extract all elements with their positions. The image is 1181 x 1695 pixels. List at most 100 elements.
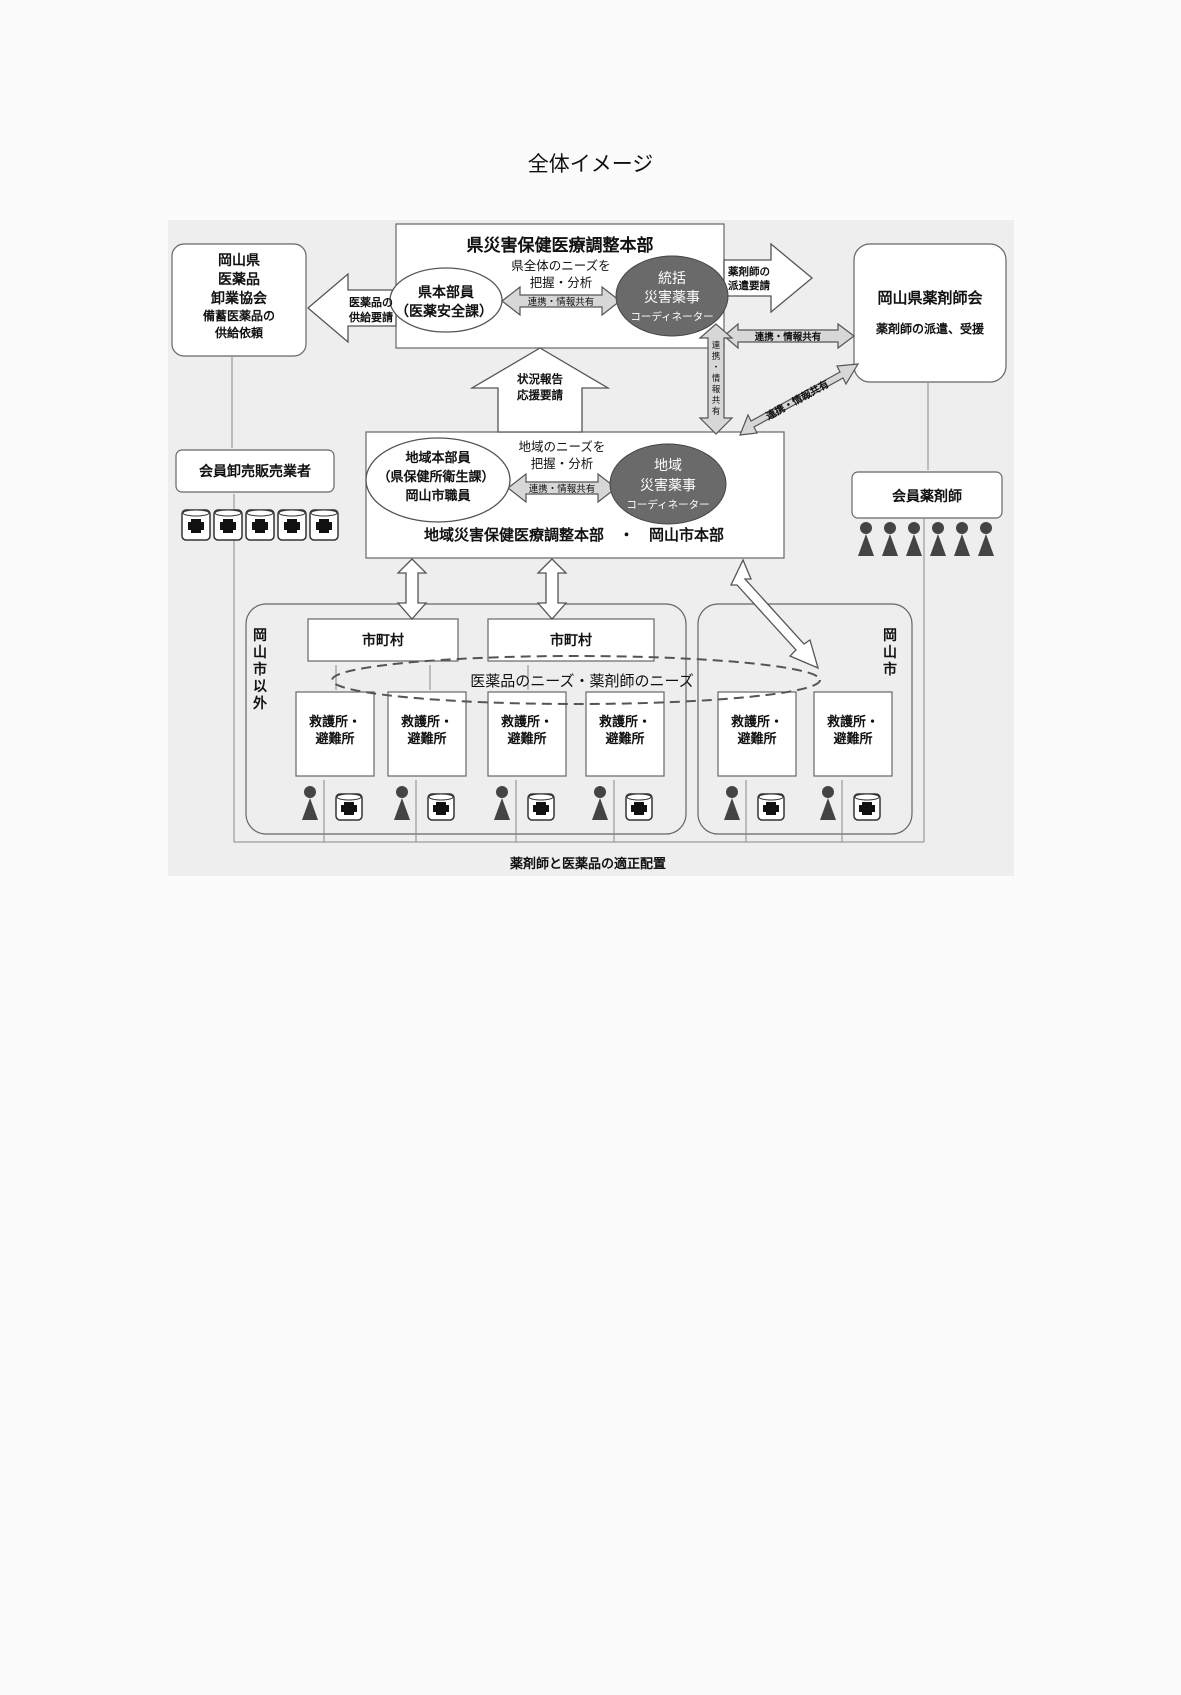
svg-text:有: 有 xyxy=(712,406,721,417)
svg-text:・: ・ xyxy=(712,363,721,373)
shelter-box-4 xyxy=(585,691,665,777)
svg-text:外: 外 xyxy=(253,695,267,712)
wholesale-name-line1: 岡山県 xyxy=(218,253,260,269)
vertical-share-arrow xyxy=(698,323,734,435)
supply-request-line1: 医薬品の xyxy=(349,295,393,309)
regional-coord-line1: 地域 xyxy=(654,458,682,474)
dispatch-request-line1: 薬剤師の xyxy=(727,265,770,278)
assoc-share-arrow xyxy=(723,322,855,350)
needs-ellipse xyxy=(331,655,821,705)
updown-arrow-2 xyxy=(536,558,568,620)
shelter-resource-icons xyxy=(302,786,881,821)
shelter-medicine-icon xyxy=(625,793,653,821)
diagonal-share-label: 連携・情報共有 xyxy=(764,377,832,422)
hq-coordinator-ellipse xyxy=(615,255,729,337)
svg-text:以: 以 xyxy=(253,679,267,695)
supply-request-line2: 供給要請 xyxy=(348,310,393,324)
needs-label: 医薬品のニーズ・薬剤師のニーズ xyxy=(470,672,694,690)
shelter-person-icon xyxy=(820,786,836,820)
svg-text:連: 連 xyxy=(712,340,721,351)
shelter-medicine-icon xyxy=(335,793,363,821)
wholesale-members-label: 会員卸売販売業者 xyxy=(199,463,311,480)
svg-text:岡: 岡 xyxy=(253,628,267,644)
hq-office-line2: （医薬安全課） xyxy=(395,303,493,320)
pharmacist-person-icon xyxy=(978,522,994,556)
footer-label: 薬剤師と医薬品の適正配置 xyxy=(509,856,666,872)
medicine-drum-icon xyxy=(277,509,307,541)
municipality-label-2: 市町村 xyxy=(550,632,592,649)
shelter-person-icon xyxy=(302,786,318,820)
hq-office-ellipse xyxy=(389,267,503,333)
svg-text:避難所: 避難所 xyxy=(605,731,644,747)
pharmacist-person-icon xyxy=(954,522,970,556)
pharmacist-person-icon xyxy=(930,522,946,556)
regional-center-line2: 把握・分析 xyxy=(531,456,594,471)
hq-title: 県災害保健医療調整本部 xyxy=(467,235,654,256)
wholesale-members-box xyxy=(175,449,335,493)
wholesale-sub-line1: 備蓄医薬品の xyxy=(203,308,275,323)
hq-office-line1: 県本部員 xyxy=(418,284,474,301)
shelter-box-6 xyxy=(813,691,893,777)
regional-office-line1: 地域本部員 xyxy=(405,450,470,466)
svg-text:救護所・: 救護所・ xyxy=(401,714,453,730)
municipality-box-2 xyxy=(487,618,655,662)
svg-text:避難所: 避難所 xyxy=(833,731,872,747)
regional-coordinator-ellipse xyxy=(609,443,727,525)
shelter-person-icon xyxy=(592,786,608,820)
medicine-drum-icon xyxy=(309,509,339,541)
page-title: 全体イメージ xyxy=(527,152,654,176)
svg-text:避難所: 避難所 xyxy=(315,731,354,747)
medicine-drum-icon xyxy=(245,509,275,541)
report-up-arrow xyxy=(469,347,611,433)
regional-office-ellipse xyxy=(365,437,511,523)
municipality-label-1: 市町村 xyxy=(362,632,404,649)
regional-title: 地域災害保健医療調整本部 ・ 岡山市本部 xyxy=(424,526,724,544)
svg-text:山: 山 xyxy=(883,645,897,661)
shelter-person-icon xyxy=(494,786,510,820)
pharmacist-icons xyxy=(858,522,994,556)
overall-image-diagram: 県災害保健医療調整本部 県全体のニーズを 把握・分析 連携・情報共有 県本部員 … xyxy=(168,220,1014,876)
pharm-assoc-name: 岡山県薬剤師会 xyxy=(877,289,982,307)
wholesale-name-line3: 卸業協会 xyxy=(211,290,268,307)
assoc-share-label: 連携・情報共有 xyxy=(755,331,822,343)
svg-text:救護所・: 救護所・ xyxy=(501,714,553,730)
city-long-arrow xyxy=(729,558,820,670)
regional-office-line3: 岡山市職員 xyxy=(405,488,470,504)
wholesale-name-line2: 医薬品 xyxy=(218,271,260,288)
dispatch-request-arrow xyxy=(723,242,814,314)
shelter-medicine-icon xyxy=(757,793,785,821)
svg-text:市: 市 xyxy=(883,661,897,678)
shelter-box-5 xyxy=(717,691,797,777)
svg-text:市: 市 xyxy=(253,661,267,678)
regional-share-label: 連携・情報共有 xyxy=(529,483,596,495)
hq-center-line1: 県全体のニーズを xyxy=(511,258,610,273)
hq-center-line2: 把握・分析 xyxy=(530,275,593,290)
diagonal-share-arrow xyxy=(739,363,860,436)
svg-text:避難所: 避難所 xyxy=(407,731,446,747)
svg-text:避難所: 避難所 xyxy=(737,731,776,747)
svg-text:情: 情 xyxy=(712,373,721,384)
shelter-box-1 xyxy=(295,691,375,777)
svg-text:救護所・: 救護所・ xyxy=(827,714,879,730)
municipality-box-1 xyxy=(307,618,459,662)
svg-text:救護所・: 救護所・ xyxy=(309,714,361,730)
regional-coord-line2: 災害薬事 xyxy=(640,478,696,494)
regional-office-line2: （県保健所衛生課） xyxy=(377,469,494,485)
hq-coord-line3: コーディネーター xyxy=(630,310,713,323)
medicine-drum-icon xyxy=(213,509,243,541)
shelter-box-2 xyxy=(387,691,467,777)
medicine-drum-icon xyxy=(181,509,211,541)
report-line2: 応援要請 xyxy=(517,388,563,402)
svg-text:岡: 岡 xyxy=(883,628,897,644)
shelter-box-3 xyxy=(487,691,567,777)
area-city-label: 岡 山 市 xyxy=(883,628,897,678)
pharm-members-box xyxy=(851,471,1003,519)
wholesale-sub-line2: 供給依頼 xyxy=(214,325,264,340)
area-outside-label: 岡 山 市 以 外 xyxy=(253,628,267,712)
hq-share-label: 連携・情報共有 xyxy=(528,296,595,308)
shelter-medicine-icon xyxy=(527,793,555,821)
pharmacist-person-icon xyxy=(906,522,922,556)
vertical-share-label: 連 携 ・ 情 報 共 有 xyxy=(712,340,721,417)
medicine-stock-icons xyxy=(181,509,339,541)
regional-center-line1: 地域のニーズを xyxy=(519,439,606,454)
